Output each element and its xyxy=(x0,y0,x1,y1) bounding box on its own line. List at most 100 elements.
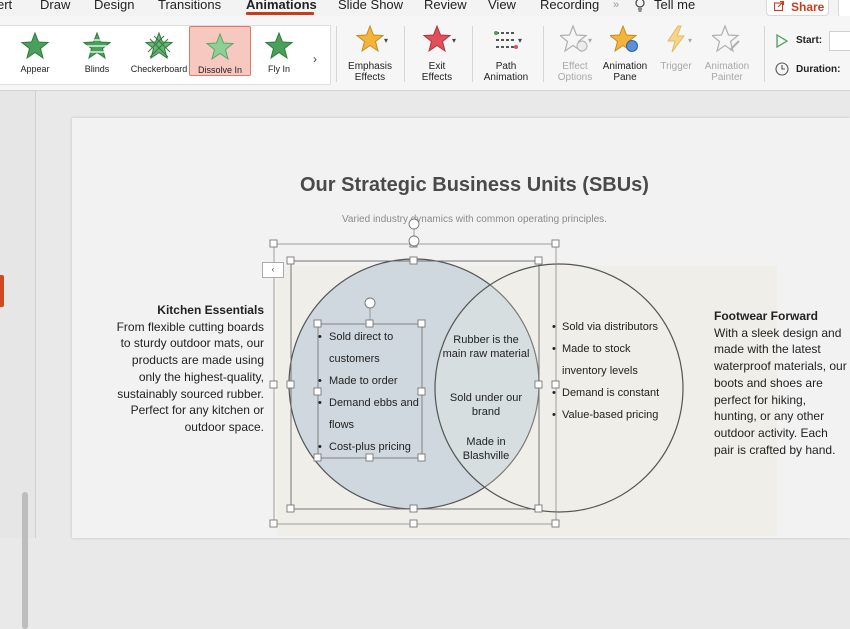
trigger-label: Trigger xyxy=(660,61,692,72)
menu-draw[interactable]: Draw xyxy=(40,0,71,12)
ribbon-divider xyxy=(336,26,337,82)
anim-checkerboard[interactable]: Checkerboard xyxy=(128,26,190,76)
right-heading: Footwear Forward xyxy=(714,309,819,323)
left-circle-list[interactable]: Sold direct to customers Made to order D… xyxy=(316,326,426,458)
rotate-handle-icon[interactable] xyxy=(364,218,420,309)
path-animation-button[interactable]: Path Animation xyxy=(478,24,534,83)
anim-label: Dissolve In xyxy=(197,65,242,75)
animation-gallery: Appear Blinds Checkerboard Dissolve In xyxy=(0,25,331,85)
duration-label: Duration: xyxy=(796,64,841,75)
path-label-2: Animation xyxy=(483,72,529,83)
lightbulb-icon[interactable] xyxy=(634,0,646,13)
chevron-down-icon[interactable]: ▾ xyxy=(452,36,457,45)
path-label-1: Path xyxy=(495,61,517,72)
slide-subtitle[interactable]: Varied industry dynamics with common ope… xyxy=(342,214,607,225)
animations-ribbon: Appear Blinds Checkerboard Dissolve In xyxy=(0,16,850,91)
menu-recording[interactable]: Recording xyxy=(540,0,600,12)
exit-effects-button[interactable]: Exit Effects xyxy=(414,24,460,83)
left-description[interactable]: Kitchen Essentials From flexible cutting… xyxy=(112,302,264,436)
menu-view[interactable]: View xyxy=(488,0,516,12)
dissolve-star-icon xyxy=(205,32,235,61)
ribbon-divider xyxy=(764,26,765,82)
right-circle-list[interactable]: Sold via distributors Made to stock inve… xyxy=(552,316,662,426)
anim-dissolve-in[interactable]: Dissolve In xyxy=(189,26,251,76)
checkerboard-star-icon xyxy=(144,31,174,60)
trigger-button[interactable]: Trigger xyxy=(654,24,698,72)
menu-transitions[interactable]: Transitions xyxy=(158,0,222,12)
list-item: Sold via distributors xyxy=(552,316,662,338)
left-body: From flexible cutting boards to sturdy o… xyxy=(116,319,264,434)
slide-canvas[interactable]: Our Strategic Business Units (SBUs) Vari… xyxy=(72,118,850,538)
effect-options-label-1: Effect xyxy=(562,61,588,72)
group-collapse-handle[interactable]: ‹ xyxy=(262,262,284,278)
emphasis-label-1: Emphasis xyxy=(348,61,392,72)
list-item: Made to stock inventory levels xyxy=(552,338,662,382)
lightning-icon xyxy=(667,25,685,53)
anim-label: Fly In xyxy=(267,64,290,74)
more-chevron-icon[interactable]: » xyxy=(613,0,620,11)
ribbon-divider xyxy=(472,26,473,82)
menu-bar: ert Draw Design Transitions Animations S… xyxy=(0,0,850,18)
menu-slide-show[interactable]: Slide Show xyxy=(338,0,404,12)
path-lines-icon xyxy=(494,31,518,49)
chevron-down-icon[interactable]: ▾ xyxy=(384,36,389,45)
ribbon-divider xyxy=(543,26,544,82)
thumbnail-scrollbar[interactable] xyxy=(22,492,28,629)
list-item: Made to order xyxy=(316,370,426,392)
anim-label: Blinds xyxy=(84,64,110,74)
start-dropdown[interactable] xyxy=(829,31,850,51)
menu-insert[interactable]: ert xyxy=(0,0,13,12)
right-description[interactable]: Footwear Forward With a sleek design and… xyxy=(714,308,850,458)
painter-label-2: Painter xyxy=(711,72,743,83)
anim-blinds[interactable]: Blinds xyxy=(66,26,128,76)
anim-fly-in[interactable]: Fly In xyxy=(248,26,310,76)
list-item: Demand ebbs and flows xyxy=(316,392,426,436)
slide-title[interactable]: Our Strategic Business Units (SBUs) xyxy=(300,174,649,196)
animation-pane-star-icon xyxy=(610,24,638,53)
tell-me-search[interactable]: Tell me xyxy=(654,0,696,12)
animation-pane-label-1: Animation xyxy=(602,61,648,72)
chevron-down-icon[interactable]: ▾ xyxy=(518,36,523,45)
effect-options-button[interactable]: Effect Options xyxy=(548,24,602,83)
overlap-item[interactable]: Made in Blashville xyxy=(462,436,510,462)
ribbon-divider xyxy=(404,26,405,82)
menu-animations[interactable]: Animations xyxy=(246,0,317,12)
exit-label-2: Effects xyxy=(421,72,453,83)
flyin-star-icon xyxy=(264,31,294,60)
anim-appear[interactable]: Appear xyxy=(4,26,66,76)
thumbnail-pane[interactable] xyxy=(0,91,36,629)
start-label: Start: xyxy=(796,35,823,46)
exit-star-icon xyxy=(422,24,452,53)
list-item: Sold direct to customers xyxy=(316,326,426,370)
painter-star-icon xyxy=(712,24,740,53)
list-item: Value-based pricing xyxy=(552,404,662,426)
overlap-item[interactable]: Sold under our brand xyxy=(449,392,523,418)
anim-label: Appear xyxy=(20,64,50,74)
menu-design[interactable]: Design xyxy=(94,0,135,12)
menu-review[interactable]: Review xyxy=(424,0,467,12)
play-icon xyxy=(776,34,788,48)
clock-icon xyxy=(775,62,789,76)
list-item: Cost-plus pricing xyxy=(316,436,426,458)
chevron-down-icon[interactable]: ▾ xyxy=(688,36,693,45)
left-heading: Kitchen Essentials xyxy=(157,303,264,317)
share-label: Share xyxy=(791,0,825,14)
animation-pane-label-2: Pane xyxy=(613,72,637,83)
selected-slide-indicator xyxy=(0,275,4,307)
animation-pane-button[interactable]: Animation Pane xyxy=(598,24,652,83)
appear-star-icon xyxy=(20,31,50,60)
emphasis-effects-button[interactable]: Emphasis Effects xyxy=(344,24,396,83)
blinds-star-icon xyxy=(82,31,112,60)
emphasis-label-2: Effects xyxy=(354,72,386,83)
anim-label: Checkerboard xyxy=(130,64,188,74)
animation-painter-button[interactable]: Animation Painter xyxy=(700,24,754,83)
share-icon xyxy=(774,0,785,11)
share-button[interactable]: Share xyxy=(766,0,829,16)
emphasis-star-icon xyxy=(355,24,385,53)
chevron-down-icon[interactable]: ▾ xyxy=(588,36,593,45)
effect-options-label-2: Options xyxy=(557,72,593,83)
active-tab-underline xyxy=(246,12,314,15)
overlap-item[interactable]: Rubber is the main raw material xyxy=(442,334,530,360)
exit-label-1: Exit xyxy=(428,61,446,72)
gallery-next-chevron-icon[interactable]: › xyxy=(313,52,317,66)
